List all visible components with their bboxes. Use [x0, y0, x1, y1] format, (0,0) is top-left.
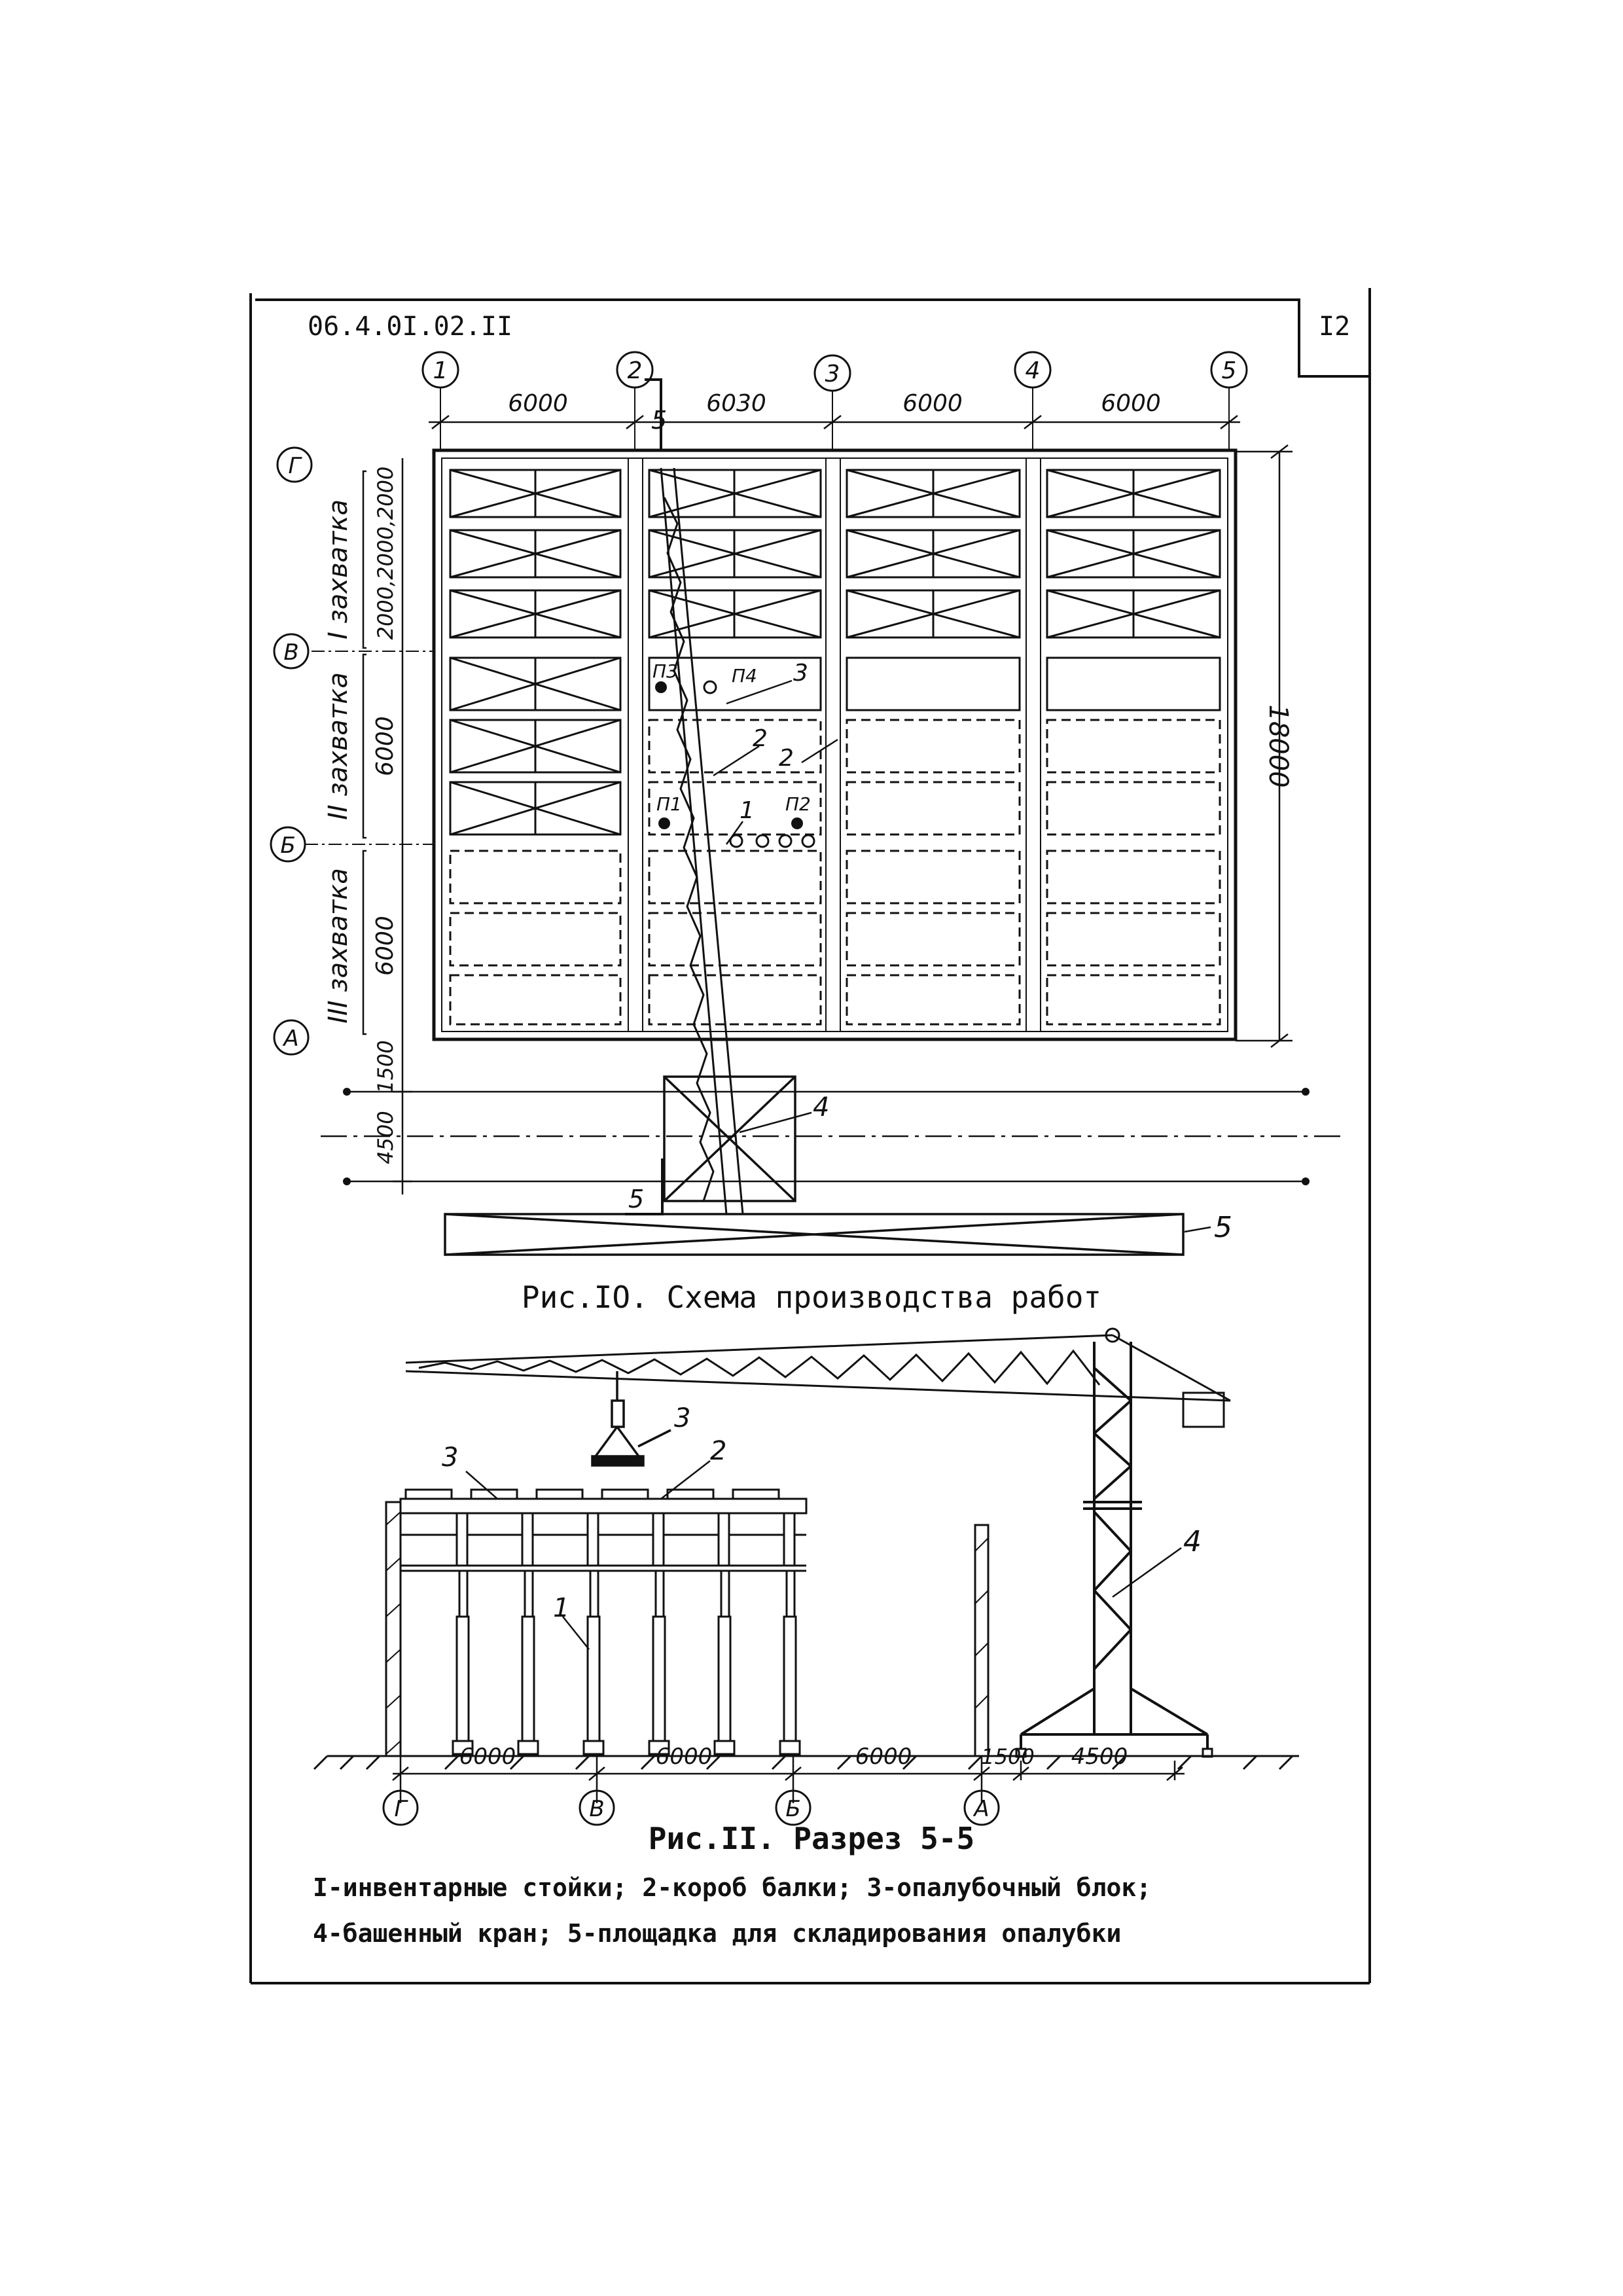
grip-3-label: III захватка 6000 [323, 868, 399, 1024]
sec-callout-3a: 3 [442, 1443, 458, 1473]
right-dim-18000: 18000 [1263, 704, 1293, 787]
section-view: 3 3 2 1 4 6000 6000 6000 1500 4500 [313, 1327, 1299, 1826]
span-2-3: 6030 [706, 390, 766, 417]
svg-text:А: А [282, 1026, 298, 1052]
svg-text:Г: Г [289, 453, 303, 479]
svg-text:П4: П4 [732, 665, 757, 687]
grip-2-label: II захватка 6000 [323, 672, 399, 820]
sec-dim-3: 6000 [855, 1744, 912, 1770]
svg-text:4: 4 [1026, 357, 1041, 384]
sec-axis-B: Б [775, 1789, 812, 1826]
legend-line-2: 4-башенный кран; 5-площадка для складиро… [313, 1919, 1122, 1948]
crane-tower [1020, 1342, 1209, 1754]
svg-text:П3: П3 [652, 660, 678, 682]
row-axis-G: Г [276, 446, 313, 483]
sec-callout-1: 1 [553, 1593, 569, 1623]
grip-1-label: I захватка 2000,2000,2000 [323, 467, 398, 640]
svg-text:П2: П2 [785, 793, 811, 815]
grip-3-dashed [449, 850, 1221, 1026]
sheet-frame [249, 288, 1371, 1984]
svg-text:4: 4 [813, 1092, 829, 1122]
sec-dim-2: 6000 [656, 1744, 713, 1770]
section-walls [385, 1501, 990, 1757]
svg-text:В: В [283, 639, 298, 666]
column-axis-5: 5 [1210, 351, 1248, 389]
legend-line-1: I-инвентарные стойки; 2-короб балки; 3-о… [313, 1873, 1152, 1902]
crane-rails-plan [321, 1090, 1342, 1183]
sec-axis-A: А [963, 1789, 1000, 1826]
section-props [452, 1512, 801, 1755]
right-dimension-line [1236, 444, 1293, 1048]
sec-callout-3b: 3 [674, 1403, 690, 1433]
grip-2-formwork [449, 656, 1221, 836]
svg-text:1: 1 [740, 797, 755, 824]
column-axis-3: 3 [813, 354, 851, 392]
svg-text:2: 2 [753, 725, 768, 752]
svg-text:6000: 6000 [372, 716, 399, 776]
top-dimension-line [429, 415, 1240, 429]
sec-axis-G: Г [382, 1789, 419, 1826]
plan-view: 1 2 3 4 5 [270, 351, 1342, 1256]
sec-dim-1: 6000 [459, 1744, 516, 1770]
crane-boom-plan [660, 467, 744, 1215]
svg-text:5: 5 [1214, 1211, 1232, 1244]
dim-4500-plan: 4500 [373, 1111, 398, 1164]
section-mark-top-label: 5 [651, 406, 667, 435]
svg-text:Б: Б [785, 1796, 800, 1822]
section-mark-bottom-label: 5 [628, 1185, 644, 1213]
plan-callouts [713, 679, 1211, 1233]
position-markers: П3 П4 П1 П2 [652, 660, 815, 848]
svg-text:Б: Б [280, 833, 295, 859]
svg-text:2: 2 [779, 745, 794, 772]
crane-base-plan [663, 1075, 796, 1202]
svg-text:3: 3 [793, 660, 808, 687]
svg-text:В: В [589, 1796, 604, 1822]
svg-text:5: 5 [1222, 357, 1237, 384]
svg-text:2: 2 [628, 357, 643, 384]
svg-text:2000,2000,2000: 2000,2000,2000 [373, 467, 398, 640]
sec-callout-4: 4 [1183, 1525, 1202, 1558]
figure-11-caption: Рис.II. Разрез 5-5 [648, 1821, 975, 1856]
storage-platform [444, 1213, 1185, 1256]
building-outline [432, 448, 1238, 1041]
sec-callout-2: 2 [710, 1436, 726, 1466]
grip-1-formwork [449, 469, 1221, 639]
sec-axis-V: В [579, 1789, 615, 1826]
figure-10-caption: Рис.IO. Схема производства работ [521, 1280, 1102, 1315]
column-axis-1: 1 [421, 351, 459, 389]
row-axis-A: А [273, 1019, 310, 1056]
column-axis-4: 4 [1014, 351, 1052, 389]
span-4-5: 6000 [1101, 390, 1161, 417]
row-axis-B: Б [270, 826, 306, 863]
sheet-code: 06.4.0I.02.II [308, 312, 512, 342]
dim-1500-plan: 1500 [373, 1040, 398, 1093]
ground-line [313, 1755, 1299, 1770]
svg-text:I захватка: I захватка [323, 499, 353, 639]
page-number: I2 [1319, 312, 1350, 342]
column-axis-2: 2 [616, 351, 654, 389]
svg-text:3: 3 [825, 361, 840, 387]
sec-dim-5: 4500 [1071, 1744, 1128, 1770]
svg-text:6000: 6000 [372, 916, 399, 976]
grip-2-dashed [648, 719, 1221, 836]
svg-text:III захватка: III захватка [323, 868, 353, 1024]
section-dimension-line [392, 1756, 1185, 1803]
svg-text:А: А [972, 1796, 989, 1822]
svg-text:II захватка: II захватка [323, 672, 353, 820]
hook-and-block [591, 1371, 671, 1467]
svg-text:П1: П1 [656, 793, 682, 815]
sec-dim-4: 1500 [981, 1744, 1034, 1769]
svg-text:Г: Г [395, 1796, 409, 1822]
span-3-4: 6000 [902, 390, 963, 417]
row-axis-V: В [273, 633, 310, 670]
span-1-2: 6000 [508, 390, 568, 417]
section-mark-top [645, 378, 662, 452]
svg-text:1: 1 [433, 357, 448, 384]
